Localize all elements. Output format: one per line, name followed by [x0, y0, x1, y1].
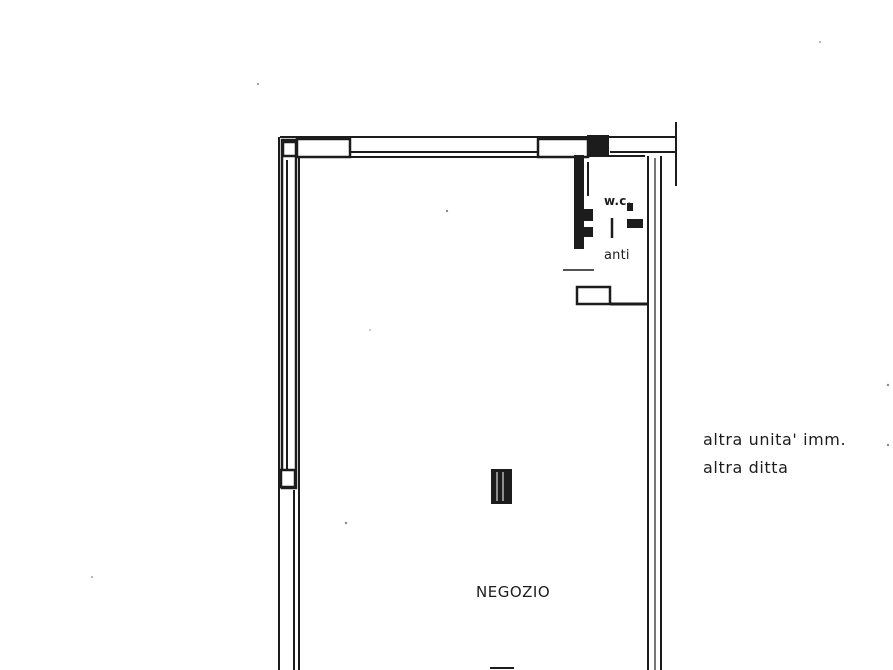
- left-window-bottom: [279, 468, 297, 489]
- wc-door-mark: [627, 219, 643, 228]
- top-wall-segment: [349, 136, 539, 158]
- anti-label: anti: [604, 248, 630, 263]
- central-pillar: [491, 469, 512, 504]
- neighbor-note-line2: altra ditta: [703, 458, 789, 477]
- top-wall-pillar: [587, 135, 609, 157]
- top-window-left: [295, 137, 352, 159]
- neighbor-note-line1: altra unita' imm.: [703, 430, 847, 449]
- room-label-negozio: NEGOZIO: [476, 583, 551, 601]
- wc-label: w.c.: [604, 194, 632, 208]
- anti-fixture: [575, 285, 612, 306]
- wc-partition-wall: [574, 155, 584, 249]
- top-window-right: [536, 137, 590, 159]
- left-window-corner: [281, 140, 298, 158]
- left-window-frame: [280, 138, 298, 490]
